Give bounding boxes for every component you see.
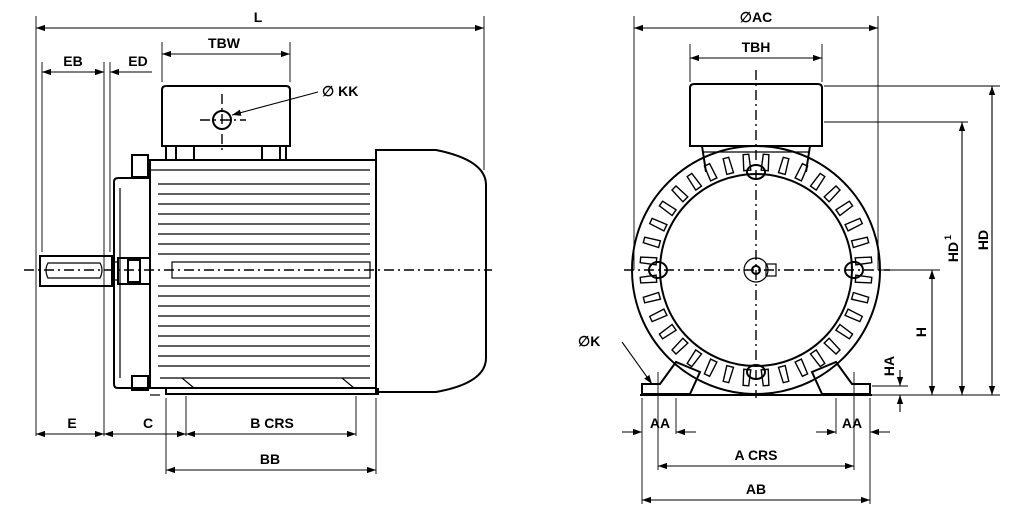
- label-K: ∅K: [578, 333, 600, 349]
- label-C: C: [143, 415, 153, 431]
- end-fin: [722, 364, 735, 384]
- end-fin: [809, 172, 826, 192]
- end-fin: [671, 337, 689, 355]
- label-TBW: TBW: [208, 35, 241, 51]
- end-fin: [648, 217, 668, 232]
- label-BB: BB: [260, 451, 280, 467]
- end-fin: [794, 162, 809, 182]
- terminal-box: [161, 85, 291, 161]
- end-fin: [686, 172, 703, 192]
- motor-frame: [149, 159, 379, 395]
- label-HD: HD: [975, 230, 991, 250]
- leader-KK: [231, 91, 319, 116]
- fan-cover: [375, 149, 487, 393]
- label-L: L: [254, 9, 263, 25]
- label-AA-right: AA: [842, 415, 862, 431]
- end-fin: [642, 291, 662, 304]
- end-fin: [658, 200, 678, 217]
- end-fin: [658, 323, 678, 340]
- end-fin: [834, 323, 854, 340]
- end-fin: [742, 368, 752, 387]
- label-B-CRS: B CRS: [250, 415, 294, 431]
- end-fin: [671, 185, 689, 203]
- end-shield: [113, 154, 160, 396]
- label-E: E: [67, 415, 76, 431]
- end-fin: [850, 291, 870, 304]
- end-fin: [703, 162, 718, 182]
- label-AC: ∅AC: [740, 9, 772, 25]
- end-fin: [823, 337, 841, 355]
- mounting-feet: [640, 360, 872, 398]
- label-A-CRS: A CRS: [734, 447, 777, 463]
- label-AA-left: AA: [650, 415, 670, 431]
- end-fin: [686, 348, 703, 368]
- label-HA: HA: [881, 356, 897, 376]
- cooling-fins: [158, 183, 370, 367]
- end-fin: [722, 156, 735, 176]
- end-fin: [703, 358, 718, 378]
- end-view: ∅AC TBH HD HD 1 H HA ∅K AA AA A: [578, 9, 1000, 504]
- end-fin: [794, 358, 809, 378]
- shaft: [39, 255, 118, 287]
- end-fin: [809, 348, 826, 368]
- label-TBH: TBH: [742, 39, 771, 55]
- label-HD1: HD: [945, 242, 961, 262]
- side-view: L EB ED TBW ∅ KK E C B CRS BB: [24, 9, 492, 474]
- end-fin: [834, 200, 854, 217]
- end-fin: [844, 217, 864, 232]
- end-fin: [777, 364, 790, 384]
- label-HD1-superscript: 1: [943, 235, 953, 240]
- label-EB: EB: [63, 53, 82, 69]
- end-fin: [844, 308, 864, 323]
- leader-K: [621, 341, 653, 385]
- end-fin: [850, 236, 870, 249]
- end-fin: [823, 185, 841, 203]
- label-ED: ED: [128, 53, 147, 69]
- label-H: H: [913, 327, 929, 337]
- end-fin: [777, 156, 790, 176]
- label-AB: AB: [746, 481, 766, 497]
- label-KK: ∅ KK: [322, 83, 358, 99]
- end-fin: [648, 308, 668, 323]
- end-fins: [639, 153, 873, 387]
- end-fin: [642, 236, 662, 249]
